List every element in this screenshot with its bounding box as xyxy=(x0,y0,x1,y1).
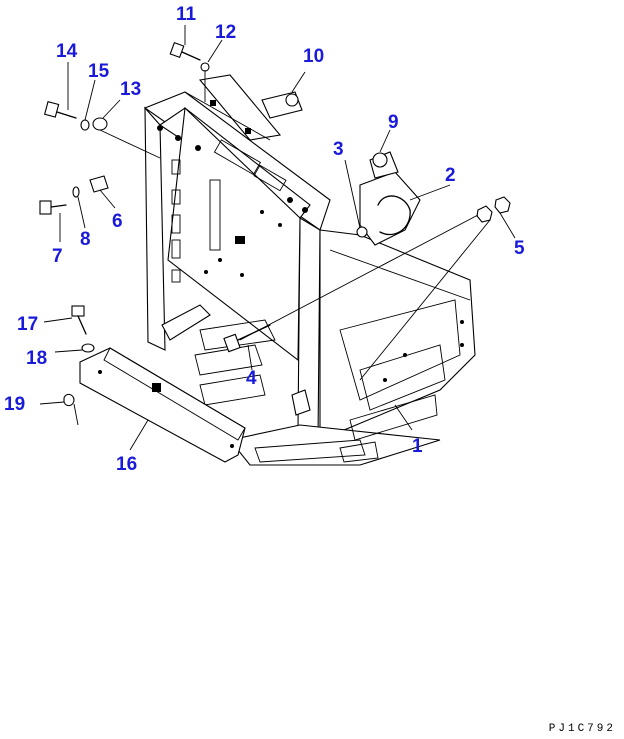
callout-9: 9 xyxy=(388,112,399,133)
fasteners xyxy=(39,41,511,407)
callout-18: 18 xyxy=(26,348,47,369)
bolt-17 xyxy=(71,305,87,335)
callout-3: 3 xyxy=(333,139,344,160)
bolt-14 xyxy=(43,101,77,119)
washer-8 xyxy=(72,186,80,198)
washer-18 xyxy=(81,343,95,353)
callout-7: 7 xyxy=(52,246,63,267)
washer-12 xyxy=(200,62,210,72)
callout-10: 10 xyxy=(303,46,324,67)
drawing-code-label: PJ1C792 xyxy=(548,723,616,735)
nut-5a xyxy=(476,205,493,223)
clip-19 xyxy=(63,393,75,407)
bolt-7 xyxy=(39,200,67,215)
callout-1: 1 xyxy=(412,436,423,457)
callout-11: 11 xyxy=(176,4,197,25)
frame-assembly xyxy=(143,74,476,466)
callout-labels: 1 2 3 4 5 6 7 8 9 10 11 12 13 14 15 16 1… xyxy=(4,4,525,475)
callout-6: 6 xyxy=(112,211,123,232)
callout-16: 16 xyxy=(116,454,137,475)
plate-13 xyxy=(92,117,108,131)
callout-2: 2 xyxy=(445,165,456,186)
callout-14: 14 xyxy=(56,41,78,62)
bolt-11 xyxy=(169,41,201,61)
stay-16 xyxy=(79,347,246,463)
nut-5b xyxy=(494,196,511,214)
callout-12: 12 xyxy=(215,22,236,43)
callout-17: 17 xyxy=(17,314,38,335)
callout-8: 8 xyxy=(80,229,91,250)
bracket-assembly xyxy=(359,151,421,246)
callout-13: 13 xyxy=(120,79,141,100)
callout-15: 15 xyxy=(88,61,110,82)
leader-lines xyxy=(39,25,516,451)
callout-4: 4 xyxy=(246,368,257,389)
callout-5: 5 xyxy=(514,238,525,259)
clip-6 xyxy=(89,175,109,193)
bolt-9 xyxy=(372,152,388,168)
washer-15 xyxy=(80,119,90,131)
nut-3 xyxy=(356,226,368,238)
callout-19: 19 xyxy=(4,394,25,415)
